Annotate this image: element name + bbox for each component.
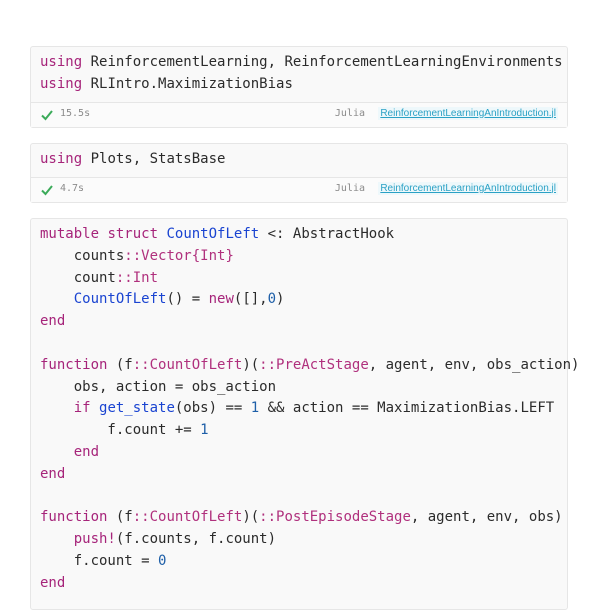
cell-language: Julia (334, 107, 365, 119)
code-line: CountOfLeft() = new([],0) (73, 291, 285, 308)
checkmark-icon (41, 109, 53, 121)
code-line: using ReinforcementLearning, Reinforceme… (40, 54, 563, 70)
code-cell-hook-definition[interactable]: mutable struct CountOfLeft <: AbstractHo… (30, 218, 579, 610)
code-line: using Plots, StatsBase (40, 151, 226, 167)
code-cell-imports[interactable]: using ReinforcementLearning, Reinforceme… (30, 46, 568, 128)
code-line: using RLIntro.MaximizationBias (40, 75, 293, 92)
code-line: f.count = 0 (40, 552, 167, 569)
cell-status-bar: 4.7s Julia ReinforcementLearningAnIntrod… (31, 176, 567, 202)
code-line: push!(f.counts, f.count) (73, 531, 277, 548)
checkmark-icon (41, 185, 53, 196)
run-time: 15.5s (60, 107, 91, 119)
code-line: function (f::CountOfLeft)(::PostEpisodeS… (40, 509, 563, 526)
code-editor[interactable]: mutable struct CountOfLeft <: AbstractHo… (31, 219, 579, 595)
notebook-link[interactable]: ReinforcementLearningAnIntroduction.jl (378, 106, 558, 120)
code-line: if get_state(obs) == 1 && action == Maxi… (73, 400, 555, 417)
cell-status-bar: 15.5s Julia ReinforcementLearningAnIntro… (31, 101, 567, 127)
code-line: end (40, 465, 66, 482)
code-line: obs, action = obs_action (40, 378, 277, 395)
run-time: 4.7s (60, 182, 85, 194)
code-line: end (40, 313, 66, 330)
code-editor[interactable]: using Plots, StatsBase (31, 144, 567, 177)
code-line: counts::Vector{Int} (40, 247, 234, 264)
code-editor[interactable]: using ReinforcementLearning, Reinforceme… (31, 47, 567, 102)
code-line: end (40, 574, 66, 591)
code-line: f.count += 1 (40, 422, 209, 439)
code-line: mutable struct CountOfLeft <: AbstractHo… (40, 226, 395, 242)
code-cell-plots[interactable]: using Plots, StatsBase 4.7s Julia Reinfo… (30, 143, 568, 203)
code-line: function (f::CountOfLeft)(::PreActStage,… (40, 356, 580, 373)
cell-language: Julia (334, 182, 365, 194)
code-line: count::Int (40, 269, 159, 286)
code-line: end (73, 443, 100, 460)
notebook-link[interactable]: ReinforcementLearningAnIntroduction.jl (378, 181, 558, 195)
